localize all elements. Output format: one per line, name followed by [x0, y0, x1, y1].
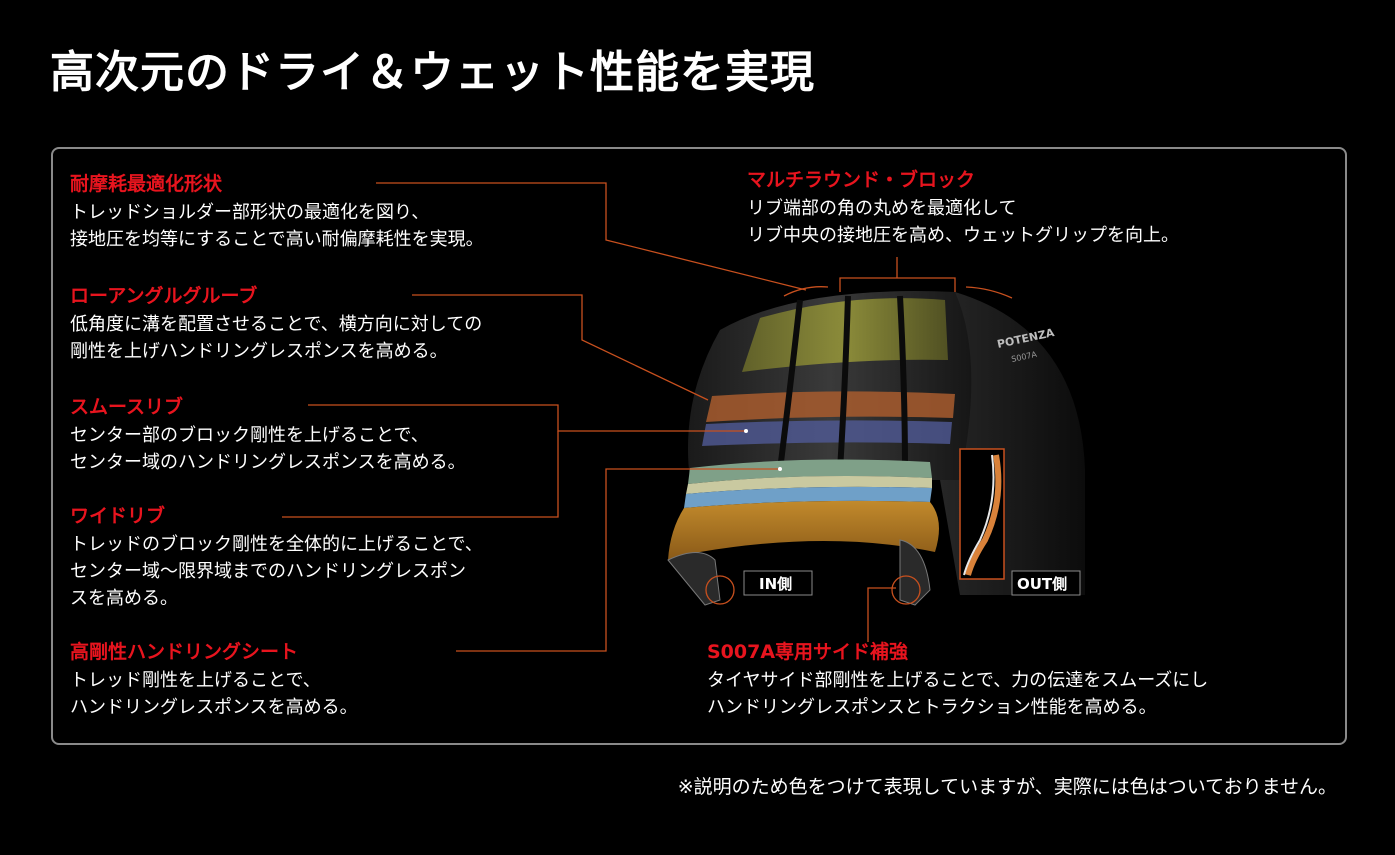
belt-green [688, 459, 932, 484]
leader-low-angle [412, 294, 709, 401]
feature-multi-round: マルチラウンド・ブロック リブ端部の角の丸めを最適化して リブ中央の接地圧を高め… [747, 167, 1179, 249]
feature-wear: 耐摩耗最適化形状 トレッドショルダー部形状の最適化を図り、 接地圧を均等にするこ… [70, 171, 484, 253]
belt-light [686, 476, 932, 494]
carcass-layer [668, 500, 939, 560]
feature-smooth-rib: スムースリブ センター部のブロック剛性を上げることで、 センター域のハンドリング… [70, 394, 466, 476]
in-side-label: IN側 [759, 575, 792, 593]
feature-sheet-title: 高剛性ハンドリングシート [70, 641, 299, 663]
feature-wear-title: 耐摩耗最適化形状 [70, 173, 223, 195]
feature-wide-rib-title: ワイドリブ [70, 505, 166, 527]
out-bead [899, 539, 931, 606]
feature-multi-round-title: マルチラウンド・ブロック [747, 169, 976, 191]
feature-side-desc: タイヤサイド部剛性を上げることで、力の伝達をスムーズにし ハンドリングレスポンス… [707, 670, 1209, 718]
leader-wear [376, 182, 807, 291]
feature-smooth-rib-desc: センター部のブロック剛性を上げることで、 センター域のハンドリングレスポンスを高… [70, 425, 466, 473]
smooth-rib-highlight [702, 420, 952, 446]
disclaimer-note: ※説明のため色をつけて表現していますが、実際には色はついておりません。 [677, 776, 1337, 798]
feature-multi-round-desc: リブ端部の角の丸めを最適化して リブ中央の接地圧を高め、ウェットグリップを向上。 [747, 198, 1179, 246]
feature-low-angle-desc: 低角度に溝を配置させることで、横方向に対しての 剛性を上げハンドリングレスポンス… [70, 314, 483, 362]
leader-sheet [456, 468, 780, 652]
feature-low-angle: ローアングルグルーブ 低角度に溝を配置させることで、横方向に対しての 剛性を上げ… [70, 283, 482, 365]
in-bead [667, 552, 721, 606]
feature-side-title: S007A専用サイド補強 [707, 641, 909, 663]
feature-wear-desc: トレッドショルダー部形状の最適化を図り、 接地圧を均等にすることで高い耐偏摩耗性… [70, 202, 484, 250]
feature-sheet-desc: トレッド剛性を上げることで、 ハンドリングレスポンスを高める。 [70, 670, 358, 718]
leader-smooth-rib [308, 404, 746, 432]
leader-side [867, 587, 896, 642]
feature-sheet: 高剛性ハンドリングシート トレッド剛性を上げることで、 ハンドリングレスポンスを… [70, 639, 358, 721]
feature-side: S007A専用サイド補強 タイヤサイド部剛性を上げることで、力の伝達をスムーズに… [707, 639, 1208, 721]
diagram-panel [51, 147, 1347, 745]
belt-blue [684, 486, 932, 508]
feature-smooth-rib-title: スムースリブ [70, 396, 184, 418]
leader-wide-rib [282, 431, 559, 518]
feature-low-angle-title: ローアングルグルーブ [70, 285, 258, 307]
feature-wide-rib: ワイドリブ トレッドのブロック剛性を全体的に上げることで、 センター域〜限界域ま… [70, 503, 483, 612]
feature-wide-rib-desc: トレッドのブロック剛性を全体的に上げることで、 センター域〜限界域までのハンドリ… [70, 534, 483, 609]
out-side-label: OUT側 [1017, 575, 1067, 593]
page-title: 高次元のドライ＆ウェット性能を実現 [50, 47, 815, 98]
low-angle-groove-highlight [706, 391, 955, 422]
side-reinforcement-strip [965, 454, 1002, 576]
